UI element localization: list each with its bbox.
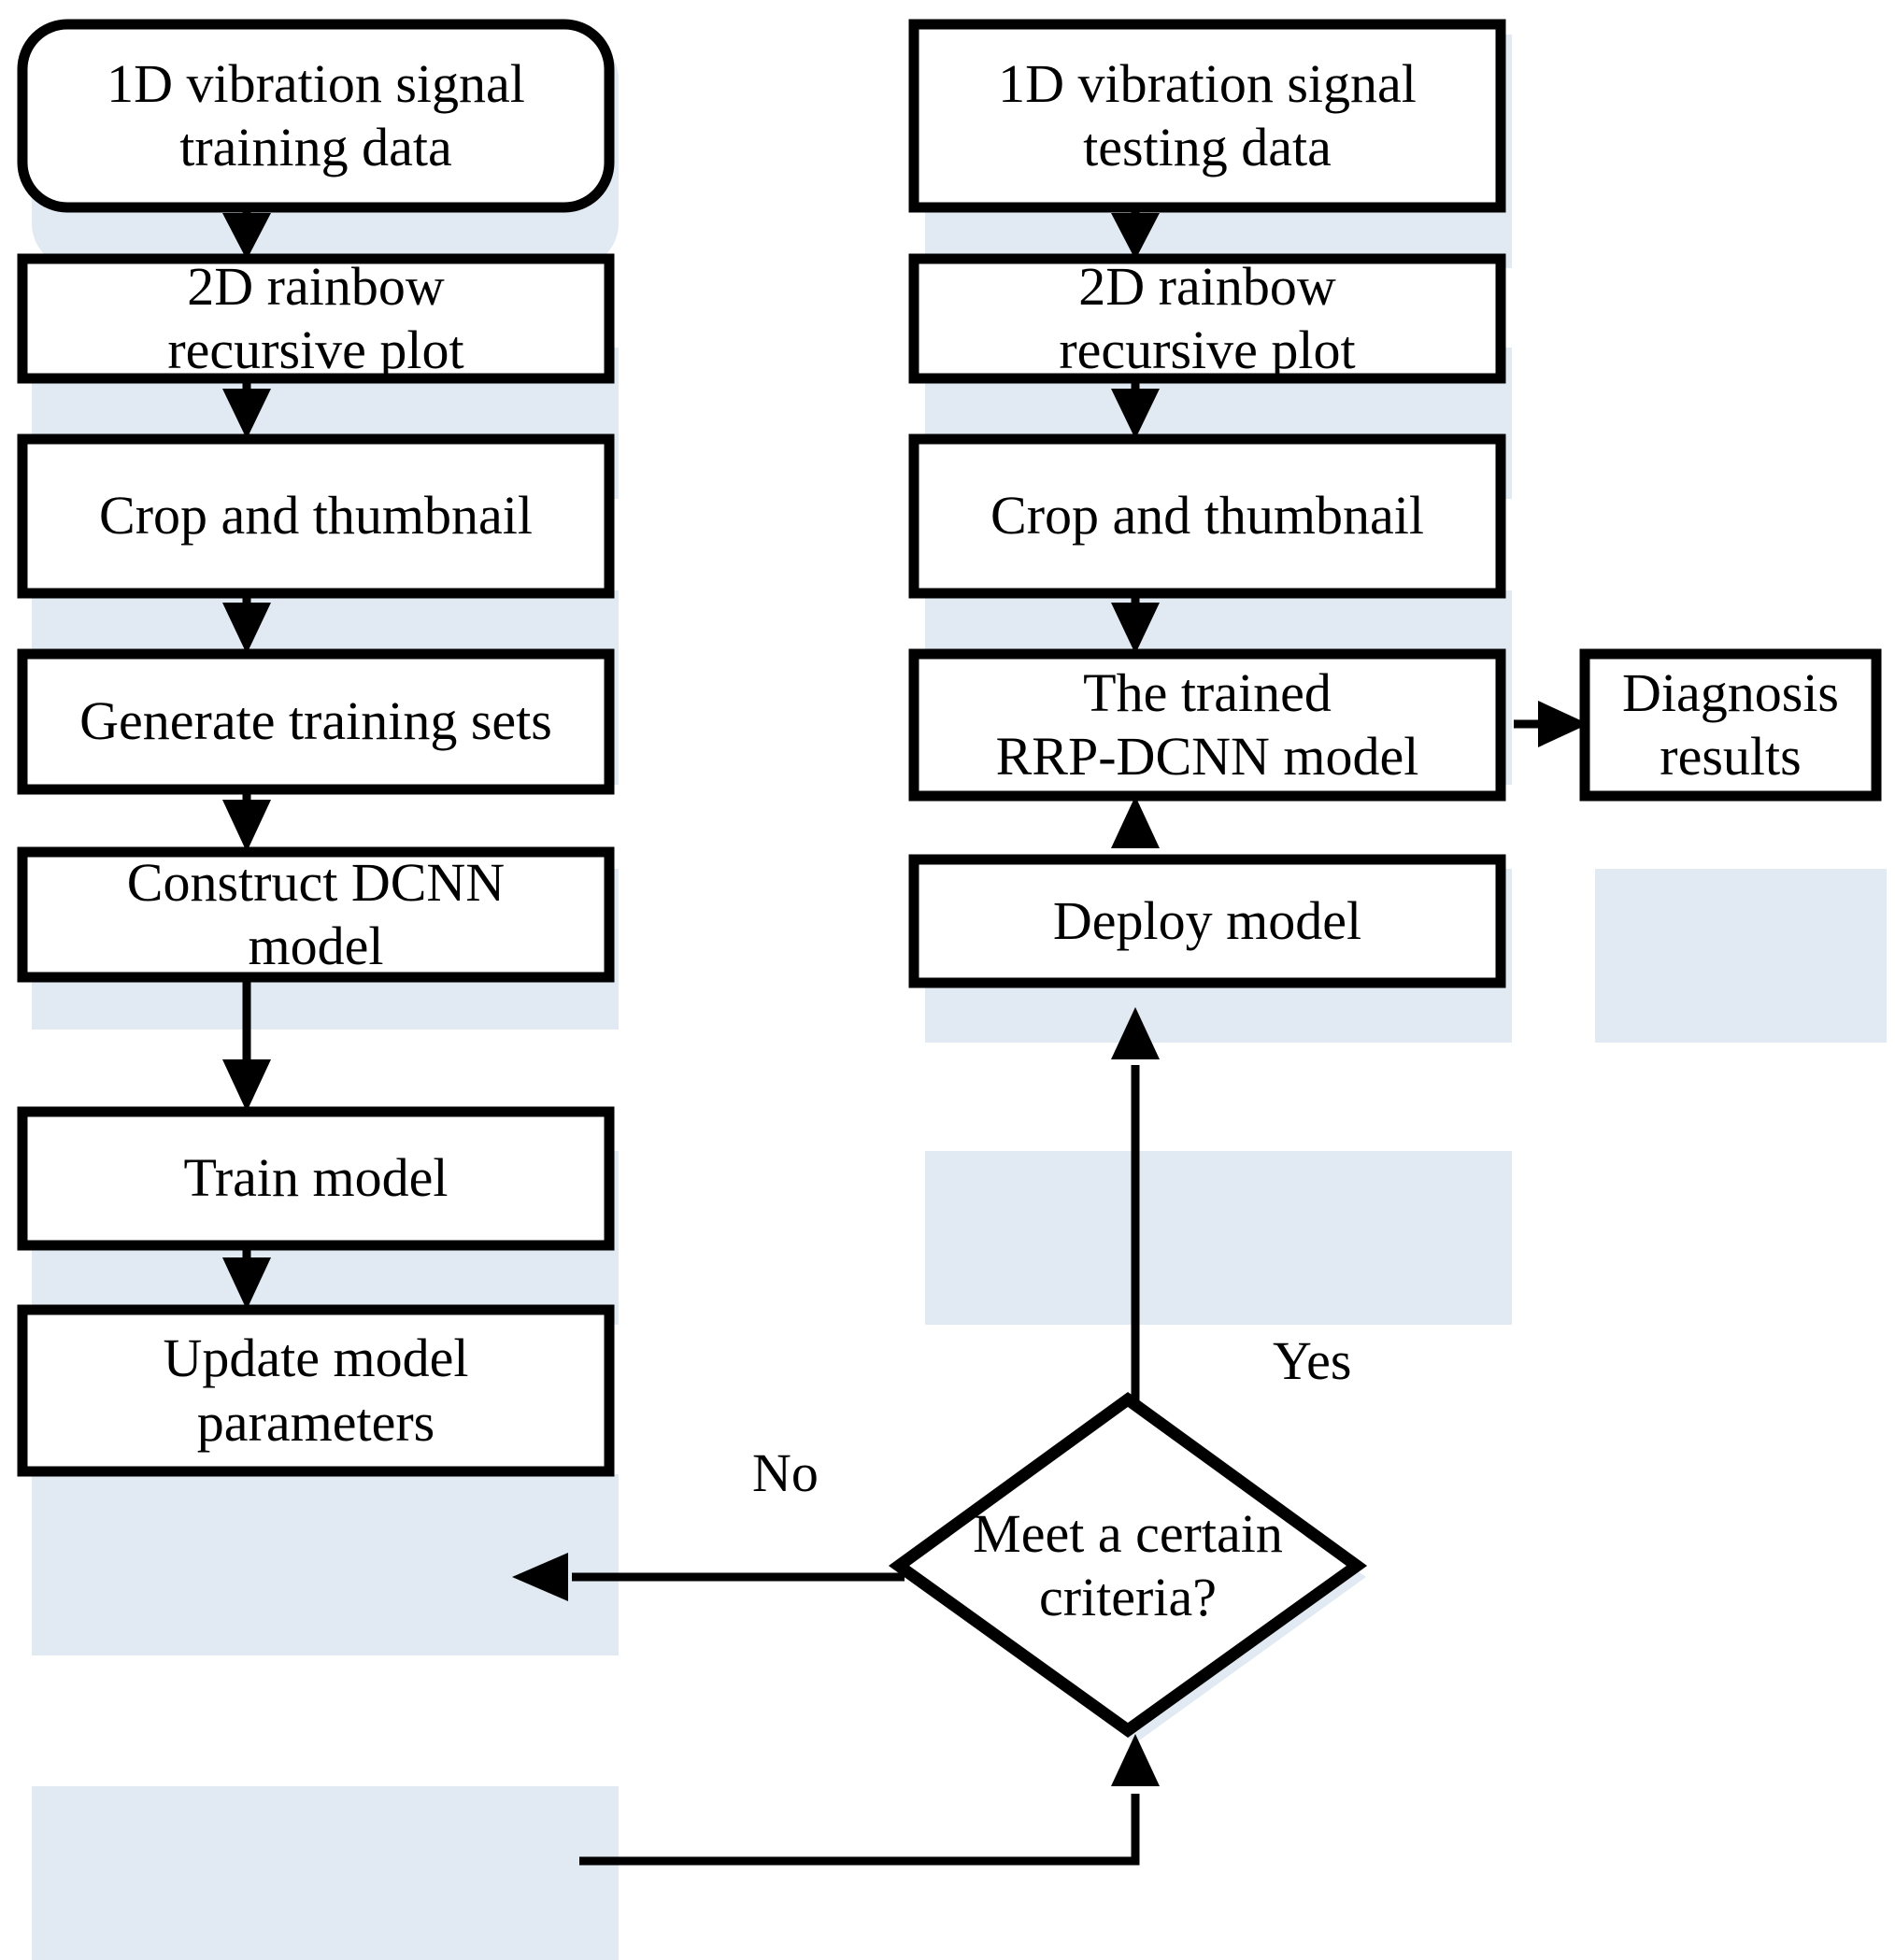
arrowhead-decision-yes-to-deploy xyxy=(1111,1007,1160,1059)
arrowhead-test-data-to-rrp xyxy=(1111,213,1160,260)
arrowhead-generate-to-construct xyxy=(222,800,271,852)
node-deploy-model-shape[interactable] xyxy=(908,854,1506,988)
node-generate-sets-shape[interactable] xyxy=(17,648,615,795)
node-diagnosis-results-shape[interactable] xyxy=(1579,648,1882,802)
node-construct-dcnn-shape[interactable] xyxy=(17,846,615,983)
edge-label-no: No xyxy=(752,1442,819,1503)
arrowhead-decision-no-to-train xyxy=(512,1553,568,1601)
node-train-data-shape[interactable] xyxy=(17,19,615,213)
node-train-crop-shape[interactable] xyxy=(17,433,615,599)
arrowhead-train-to-update xyxy=(222,1257,271,1310)
node-shape-layer xyxy=(17,19,1882,1739)
arrowhead-deploy-to-trained xyxy=(1111,796,1160,848)
arrowhead-train-data-to-rrp xyxy=(222,213,271,260)
node-criteria-decision-shape[interactable] xyxy=(888,1391,1368,1739)
arrowhead-update-to-decision xyxy=(1111,1734,1160,1786)
edge-label-yes: Yes xyxy=(1273,1330,1352,1391)
node-test-crop-shape[interactable] xyxy=(908,433,1506,599)
arrowhead-test-crop-to-trained xyxy=(1111,603,1160,654)
arrowhead-rrp-to-crop xyxy=(222,389,271,439)
arrowhead-trained-to-diagnosis xyxy=(1538,701,1589,747)
arrowhead-crop-to-generate xyxy=(222,603,271,654)
node-test-data-shape[interactable] xyxy=(908,19,1506,213)
node-train-model-shape[interactable] xyxy=(17,1106,615,1251)
node-trained-model-shape[interactable] xyxy=(908,648,1506,802)
arrowhead-test-rrp-to-crop xyxy=(1111,389,1160,439)
edge-update-to-decision xyxy=(579,1794,1140,1866)
node-train-rrp-shape[interactable] xyxy=(17,253,615,384)
node-test-rrp-shape[interactable] xyxy=(908,253,1506,384)
arrowhead-construct-to-train xyxy=(222,1059,271,1112)
node-update-params-shape[interactable] xyxy=(17,1304,615,1477)
